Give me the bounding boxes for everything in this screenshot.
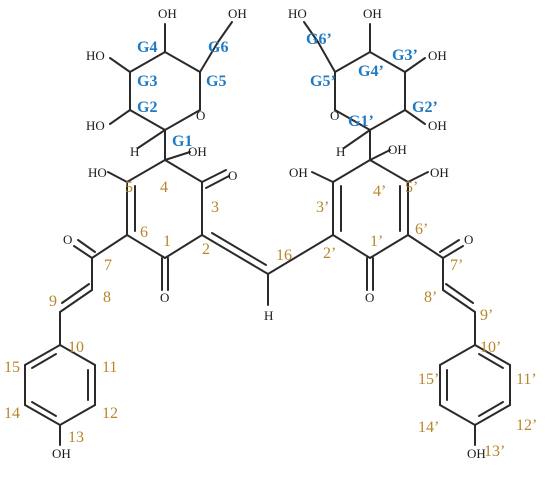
label-c3: 3 [211,199,219,216]
atom-ho-g2: HO [86,118,105,133]
atom-ho-g3: HO [86,48,105,63]
atom-oh-c3-right: OH [289,165,308,180]
atom-ho-g6-right: HO [288,6,307,21]
atom-ho-c5: HO [88,165,107,180]
label-g3-right: G3’ [392,47,418,64]
label-g5-right: G5’ [310,73,336,90]
label-c4: 4 [160,179,168,196]
atom-oh-g4: OH [158,6,177,21]
label-g1: G1 [172,133,192,150]
glucose-labels: G4 G6 G3 G5 G2 G1 G6’ G3’ G4’ G5’ G2’ G1… [137,31,438,150]
label-c16: 16 [276,247,292,264]
label-c8: 8 [103,289,111,306]
label-g1-right: G1’ [348,113,374,130]
label-g5: G5 [206,73,226,90]
atom-o-c3: O [228,168,237,183]
label-c5: 5 [125,179,133,196]
label-c15: 15 [4,359,20,376]
atom-o-c1-right: O [365,290,374,305]
atom-o-c1: O [160,290,169,305]
atom-oh-c5-right: OH [430,165,449,180]
label-c1-right: 1’ [370,233,383,250]
label-c5-right: 5’ [405,179,418,196]
label-g2-right: G2’ [412,99,438,116]
label-c8-right: 8’ [424,289,437,306]
label-g3: G3 [137,73,157,90]
label-c9-right: 9’ [480,307,493,324]
label-c10-right: 10’ [480,339,501,356]
label-c14-right: 14’ [418,419,439,436]
atom-oh-c4-right: OH [388,142,407,157]
label-c10: 10 [68,339,84,356]
atom-oh-g4-right: OH [363,6,382,21]
label-c12: 12 [102,405,118,422]
label-c13-right: 13’ [484,443,505,460]
label-g4-right: G4’ [358,63,384,80]
label-g2: G2 [137,99,157,116]
label-c4-right: 4’ [373,183,386,200]
label-g6-right: G6’ [306,31,332,48]
label-c7-right: 7’ [450,257,463,274]
atom-oh-c13-right: OH [467,446,486,461]
label-c2: 2 [202,241,210,258]
atom-o-ring: O [196,108,205,123]
atom-h-c16: H [264,308,273,323]
label-c15-right: 15’ [418,371,439,388]
atom-oh-c4: OH [188,144,207,159]
atom-o-ring-right: O [330,108,339,123]
atom-oh-g2-right: OH [428,118,447,133]
atom-oh-c13: OH [52,446,71,461]
bond-lines [24,21,511,446]
label-c3-right: 3’ [316,199,329,216]
atom-h-g1-right: H [336,144,345,159]
atom-o-c7-right: O [464,232,473,247]
label-c12-right: 12’ [516,417,537,434]
carbon-numbers: 5 4 3 6 1 2 7 9 8 10 15 11 14 12 13 16 4… [4,179,537,460]
atom-labels: OH OH HO O HO H OH HO O O O H OH HO OH O… [52,6,486,461]
label-g6: G6 [208,39,228,56]
label-c6: 6 [140,224,148,241]
label-c11: 11 [102,359,117,376]
atom-h-g1: H [130,144,139,159]
label-c11-right: 11’ [516,371,537,388]
label-c13: 13 [68,429,84,446]
label-c6-right: 6’ [415,221,428,238]
label-c2-right: 2’ [323,245,336,262]
atom-oh-g3-right: OH [428,48,447,63]
atom-oh-g6: OH [228,6,247,21]
atom-o-c7: O [63,232,72,247]
label-g4: G4 [137,39,157,56]
label-c9: 9 [49,293,57,310]
label-c14: 14 [4,405,20,422]
label-c1: 1 [163,233,171,250]
label-c7: 7 [104,257,112,274]
